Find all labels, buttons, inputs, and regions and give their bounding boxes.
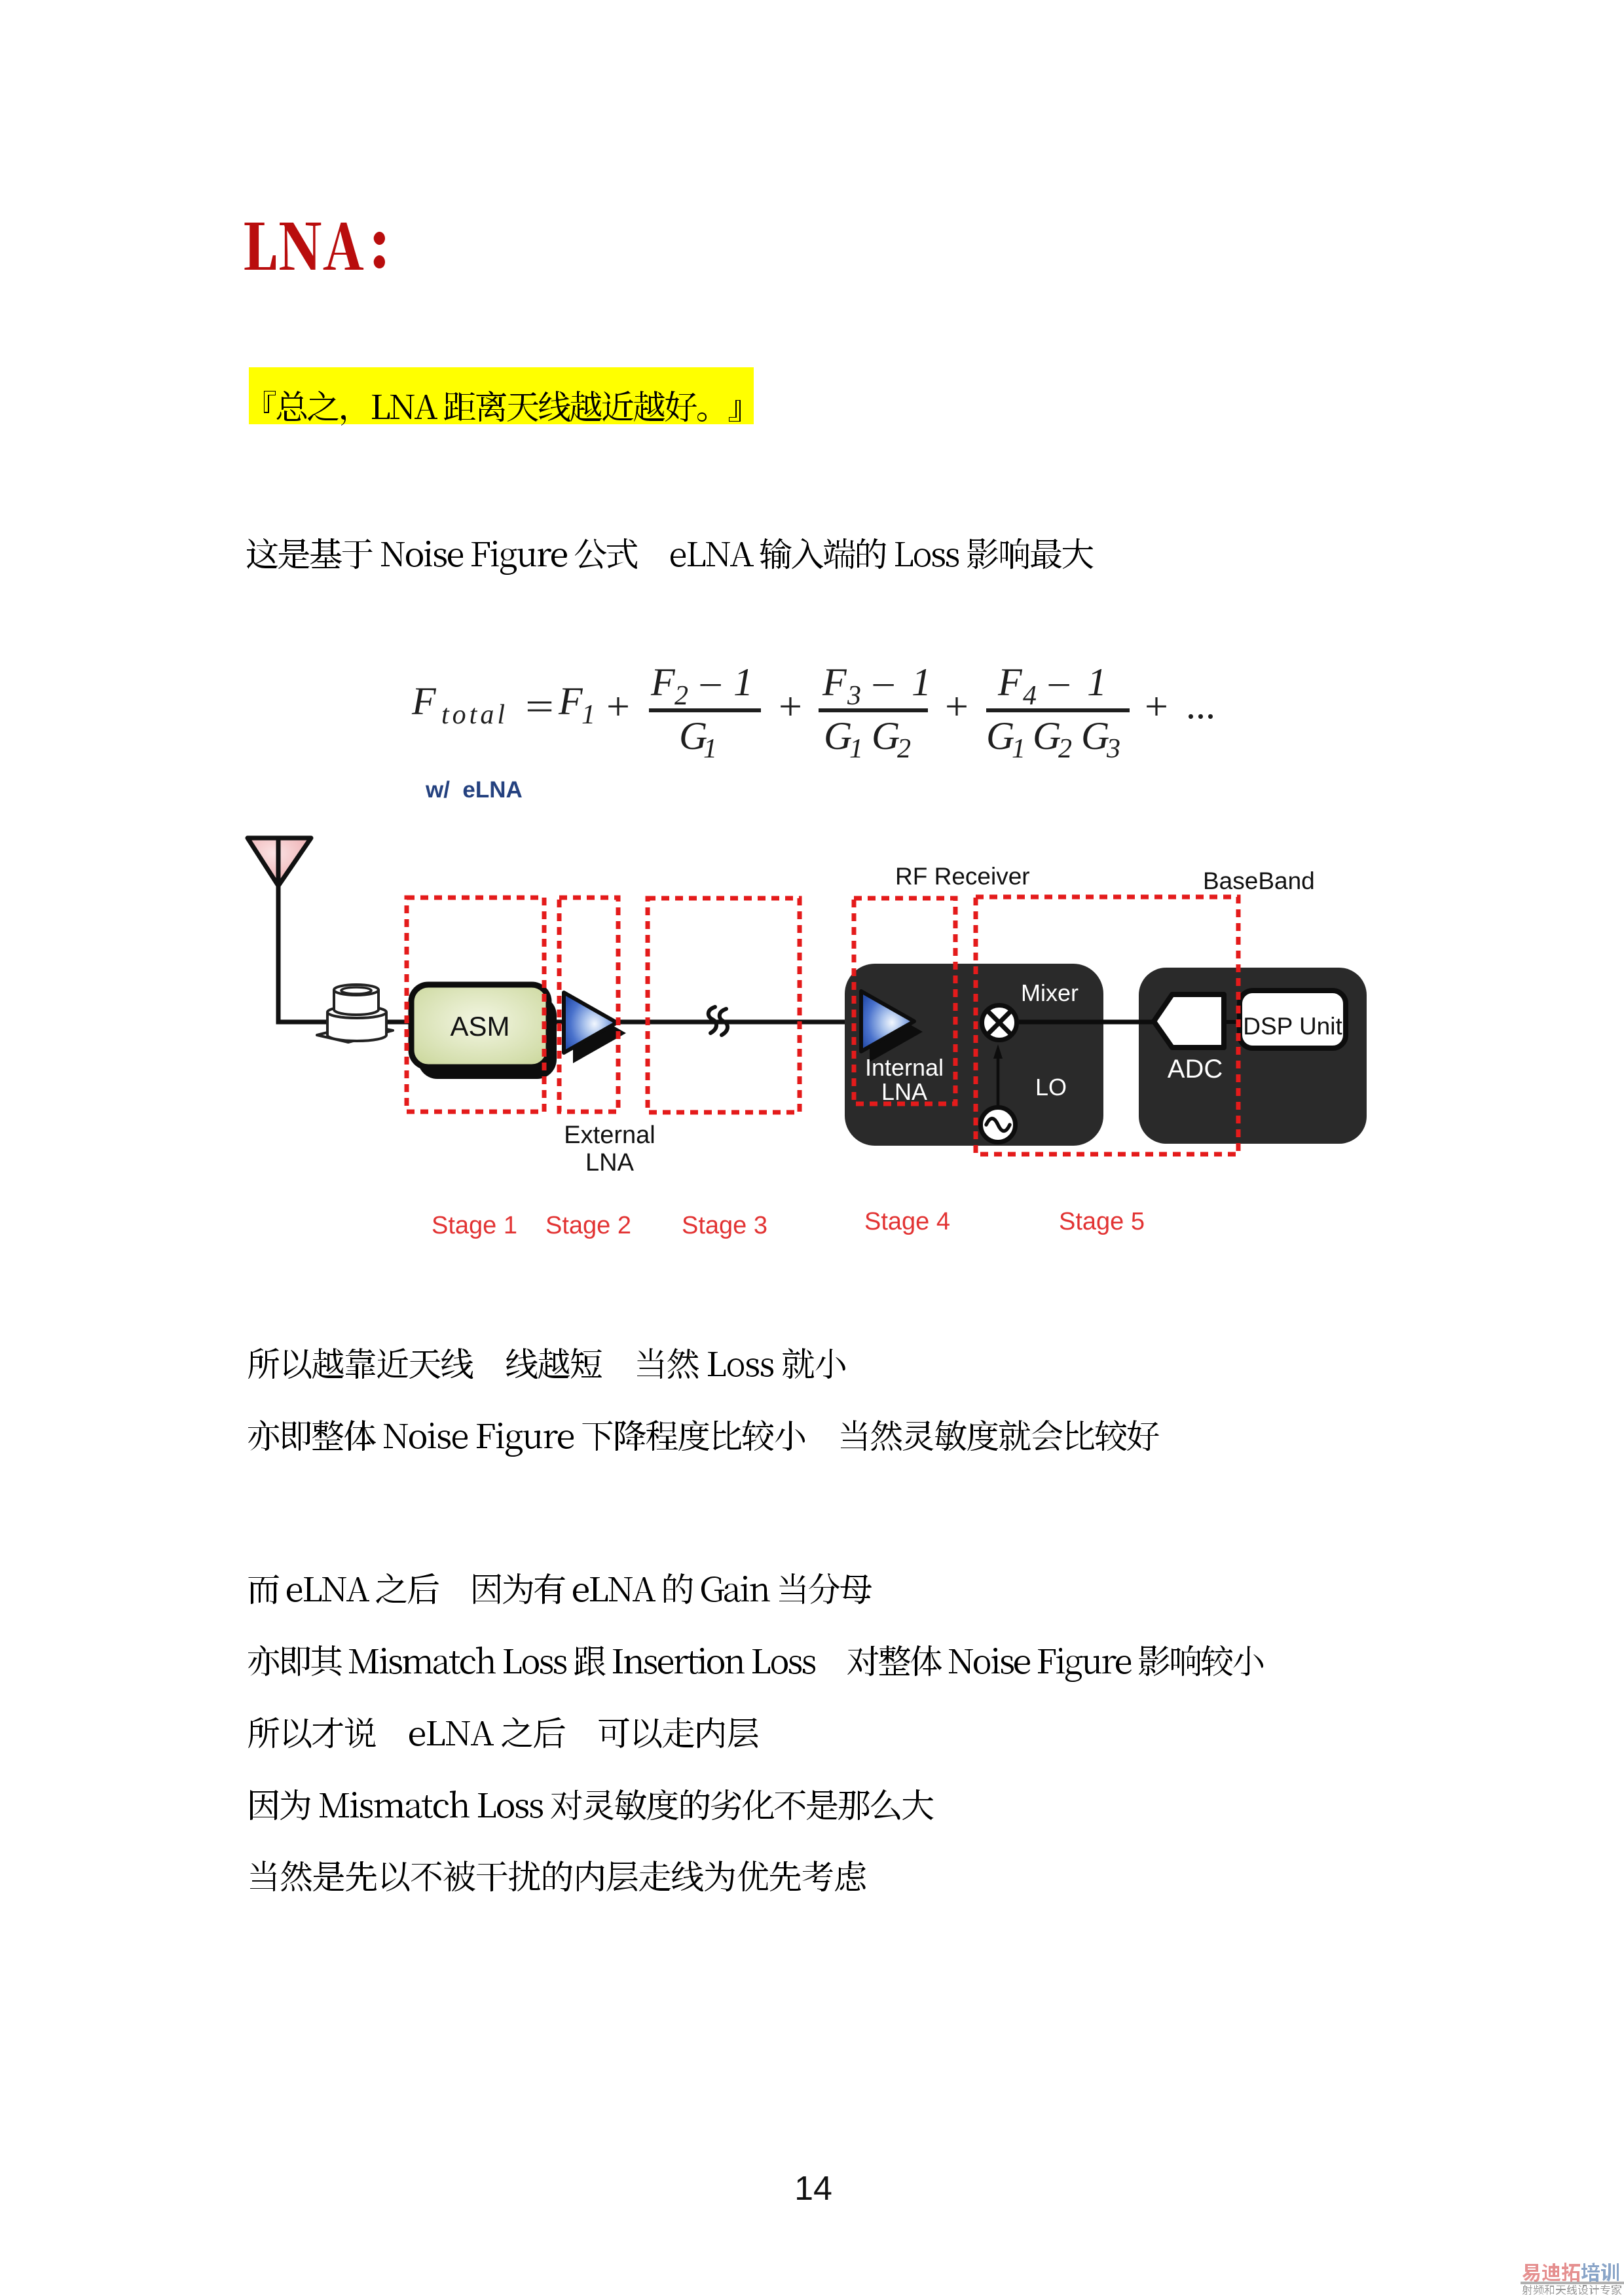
svg-text:G: G — [679, 714, 707, 757]
svg-text:=: = — [525, 685, 554, 728]
svg-text:total: total — [441, 700, 508, 730]
svg-text:G: G — [1033, 714, 1061, 757]
svg-text:Stage 5: Stage 5 — [1059, 1208, 1145, 1235]
svg-text:3: 3 — [847, 681, 861, 711]
svg-text:2: 2 — [674, 681, 688, 711]
svg-text:+: + — [779, 685, 802, 728]
svg-text:Stage 3: Stage 3 — [682, 1212, 767, 1239]
svg-text:+: + — [1145, 685, 1168, 728]
svg-text:w/ eLNA: w/ eLNA — [425, 777, 523, 803]
svg-text:DSP Unit: DSP Unit — [1243, 1013, 1342, 1040]
svg-text:ASM: ASM — [450, 1011, 509, 1042]
svg-text:2: 2 — [897, 734, 911, 764]
svg-text:4: 4 — [1023, 681, 1037, 711]
svg-text:G: G — [872, 714, 900, 757]
svg-text:1: 1 — [1012, 734, 1025, 764]
svg-text:−: − — [871, 665, 896, 706]
svg-text:F: F — [822, 661, 847, 704]
svg-text:External: External — [564, 1121, 655, 1149]
svg-text:G: G — [1081, 714, 1109, 757]
svg-text:LO: LO — [1035, 1074, 1067, 1101]
svg-text:ADC: ADC — [1168, 1055, 1223, 1084]
svg-text:F: F — [558, 680, 583, 723]
svg-text:BaseBand: BaseBand — [1203, 867, 1315, 894]
svg-text:G: G — [824, 714, 852, 757]
svg-text:Stage 4: Stage 4 — [864, 1208, 950, 1235]
svg-text:1: 1 — [912, 661, 931, 704]
svg-text:F: F — [997, 661, 1023, 704]
svg-text:F: F — [411, 680, 437, 723]
svg-text:...: ... — [1186, 683, 1215, 727]
svg-text:Stage 2: Stage 2 — [545, 1212, 631, 1239]
svg-text:1: 1 — [1087, 661, 1107, 704]
svg-text:1: 1 — [703, 734, 717, 764]
svg-text:+: + — [945, 685, 969, 728]
svg-text:−: − — [698, 665, 723, 706]
svg-text:Stage 1: Stage 1 — [432, 1212, 517, 1239]
svg-text:2: 2 — [1058, 734, 1072, 764]
svg-text:1: 1 — [733, 661, 753, 704]
svg-text:RF Receiver: RF Receiver — [895, 863, 1030, 890]
svg-text:14: 14 — [794, 2170, 832, 2208]
svg-text:1: 1 — [581, 700, 595, 730]
svg-text:G: G — [986, 714, 1014, 757]
svg-text:Internal: Internal — [865, 1054, 944, 1081]
svg-text:+: + — [606, 685, 630, 728]
svg-text:F: F — [650, 661, 676, 704]
svg-text:LNA: LNA — [881, 1078, 927, 1105]
svg-text:Mixer: Mixer — [1021, 979, 1079, 1006]
svg-text:−: − — [1046, 665, 1071, 706]
svg-text:LNA: LNA — [585, 1149, 635, 1176]
svg-text:1: 1 — [849, 734, 863, 764]
svg-text:3: 3 — [1106, 734, 1120, 764]
